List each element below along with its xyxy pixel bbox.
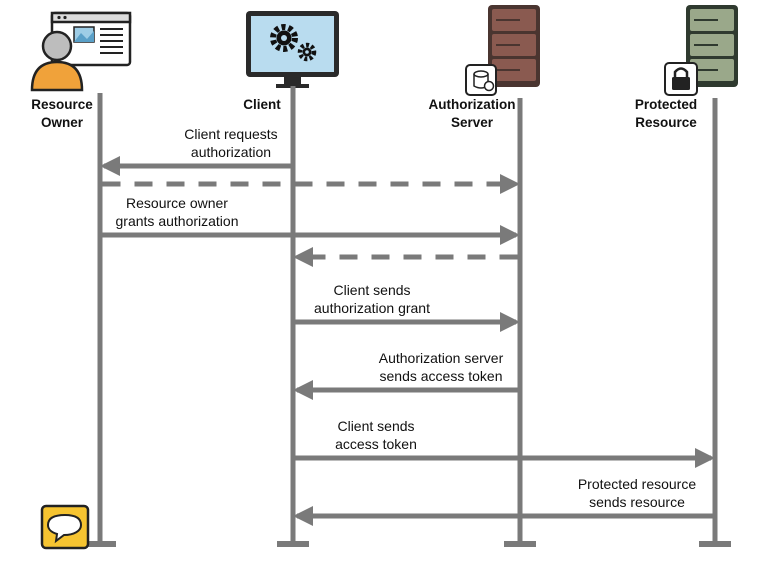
speech-bubble-icon (40, 504, 90, 550)
message-label: sends resource (589, 494, 685, 510)
actor-label-resource-owner: Resource (31, 97, 93, 112)
person-with-browser-icon (30, 11, 132, 92)
actor-label-resource-owner: Owner (41, 115, 84, 130)
actor-label-client: Client (243, 97, 281, 112)
server-with-lock-icon (664, 5, 738, 96)
message-label: sends access token (380, 368, 503, 384)
message-label: Resource owner (126, 195, 228, 211)
actor-label-authorization-server: Authorization (429, 97, 516, 112)
message-label: Client sends (337, 418, 414, 434)
actor-label-protected-resource: Protected (635, 97, 697, 112)
message-label: Client sends (333, 282, 410, 298)
message-label: authorization grant (314, 300, 430, 316)
message-label: grants authorization (116, 213, 239, 229)
message-label: Authorization server (379, 350, 504, 366)
message-label: access token (335, 436, 417, 452)
actor-label-protected-resource: Resource (635, 115, 697, 130)
message-label: Protected resource (578, 476, 696, 492)
monitor-gears-icon (246, 11, 339, 88)
server-with-badge-icon (465, 5, 540, 96)
message-label: Client requests (184, 126, 277, 142)
actor-label-authorization-server: Server (451, 115, 494, 130)
message-label: authorization (191, 144, 271, 160)
